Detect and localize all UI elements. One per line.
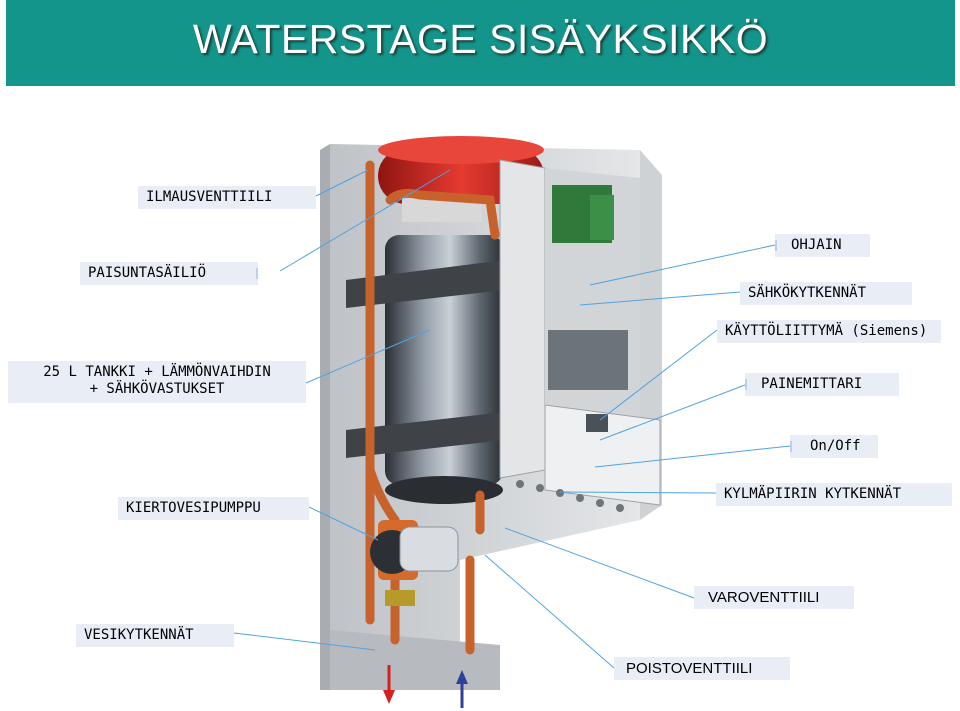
label-text: PAISUNTASÄILIÖ	[88, 265, 206, 281]
label-onoff: On/Off	[790, 435, 878, 458]
label-text-line2: + SÄHKÖVASTUKSET	[16, 381, 298, 398]
label-text: SÄHKÖKYTKENNÄT	[748, 285, 866, 301]
label-bar	[790, 441, 792, 452]
label-painemittari: PAINEMITTARI	[745, 373, 899, 396]
label-text-line1: 25 L TANKKI + LÄMMÖNVAIHDIN	[16, 364, 298, 381]
label-text: PAINEMITTARI	[753, 376, 862, 392]
label-text: VESIKYTKENNÄT	[84, 627, 194, 643]
label-text: KÄYTTÖLIITTYMÄ (Siemens)	[725, 323, 927, 339]
label-kiertovesipumppu: KIERTOVESIPUMPPU	[118, 497, 309, 520]
label-kayttoliittyma: KÄYTTÖLIITTYMÄ (Siemens)	[717, 320, 941, 343]
label-text: OHJAIN	[783, 237, 842, 253]
label-text: KIERTOVESIPUMPPU	[126, 500, 261, 516]
label-ilmausventtiili: ILMAUSVENTTIILI	[138, 186, 316, 209]
label-kylmapiirin: KYLMÄPIIRIN KYTKENNÄT	[716, 483, 952, 506]
label-text: POISTOVENTTIILI	[622, 660, 752, 677]
label-text: KYLMÄPIIRIN KYTKENNÄT	[724, 486, 901, 502]
label-tankki: 25 L TANKKI + LÄMMÖNVAIHDIN + SÄHKÖVASTU…	[8, 361, 306, 403]
label-bar	[256, 268, 258, 279]
label-bar	[745, 379, 747, 390]
label-varoventtiili: VAROVENTTIILI	[694, 586, 854, 609]
label-text: ILMAUSVENTTIILI	[146, 189, 272, 205]
label-text: VAROVENTTIILI	[702, 589, 819, 606]
label-sahkokytkennat: SÄHKÖKYTKENNÄT	[740, 282, 912, 305]
label-paisuntasailio: PAISUNTASÄILIÖ	[80, 262, 258, 285]
label-poistoventtiili: POISTOVENTTIILI	[614, 657, 790, 680]
control-box	[500, 160, 660, 512]
label-bar	[775, 240, 777, 251]
label-text: On/Off	[798, 438, 861, 454]
label-vesikytkennat: VESIKYTKENNÄT	[76, 624, 234, 647]
label-ohjain: OHJAIN	[775, 234, 870, 257]
